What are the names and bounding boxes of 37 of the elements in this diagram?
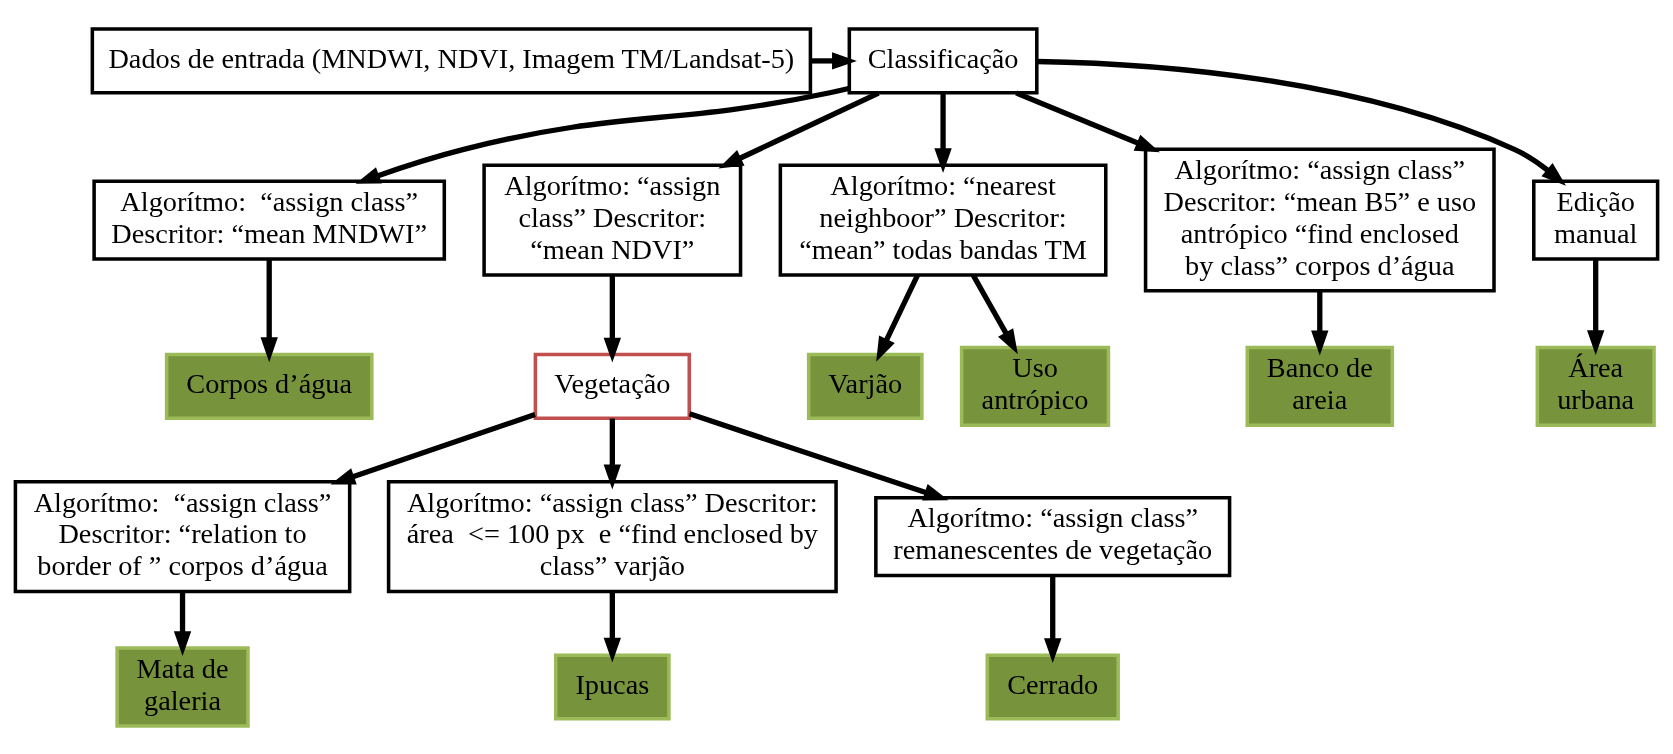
node-box: Algorítmo: “assign class” Descritor: “relation to border of ” corpos d’água <box>13 479 352 593</box>
arrow <box>810 51 857 70</box>
node-box: Uso antrópico <box>959 345 1111 427</box>
node-box: Algorítmo: “assign class” Descritor: área <= 100 px e “find enclosed by class” varjão <box>386 479 838 593</box>
node-box: Banco de areia <box>1245 345 1395 427</box>
arrow <box>260 259 278 362</box>
arrow <box>1044 575 1062 663</box>
node-box: Algorítmo: “nearest neighboor” Descritor: “mean” todas bandas TM <box>778 163 1108 277</box>
arrow <box>330 411 536 485</box>
arrow <box>603 274 621 362</box>
arrow <box>1587 259 1605 355</box>
node-box: Classificação <box>847 26 1039 94</box>
node-box: Vegetação <box>533 352 692 420</box>
arrow <box>1015 89 1160 152</box>
arrow <box>603 591 621 662</box>
arrow <box>718 90 880 168</box>
arrow <box>876 273 920 362</box>
node-box: Corpos d’água <box>164 352 374 420</box>
arrow <box>1311 290 1329 355</box>
node-box: Mata de galeria <box>115 645 250 728</box>
node-box: Cerrado <box>985 652 1120 721</box>
arrow <box>603 418 621 489</box>
arrow <box>1036 58 1566 186</box>
arrow <box>355 85 850 184</box>
arrow <box>934 92 952 173</box>
node-box: Edição manual <box>1532 178 1660 261</box>
arrow <box>970 273 1018 354</box>
node-box: Algorítmo: “assign class” Descritor: “mean MNDWI” <box>92 178 447 261</box>
node-box: Ipucas <box>553 652 671 721</box>
node-box: Algorítmo: “assign class” Descritor: “mean NDVI” <box>482 163 743 277</box>
node-box: Algorítmo: “assign class” remanescentes de vegetação <box>874 495 1232 577</box>
node-box: Área urbana <box>1535 345 1656 427</box>
arrow <box>688 410 949 501</box>
arrow <box>173 591 192 656</box>
node-box: Varjão <box>806 352 924 420</box>
node-box: Algorítmo: “assign class” Descritor: “mean B5” e uso antrópico “find enclosed by class” corpos d’água <box>1143 147 1496 293</box>
node-box: Dados de entrada (MNDWI, NDVI, Imagem TM/Landsat-5) <box>90 26 813 94</box>
